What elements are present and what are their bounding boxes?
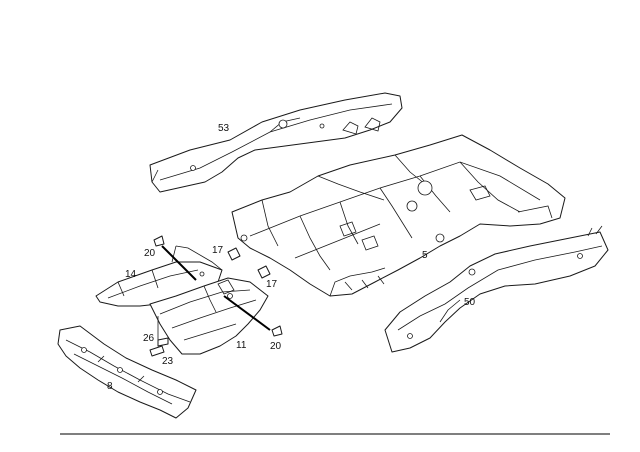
part-5-floor-assembly bbox=[231, 134, 566, 297]
callout-26: 26 bbox=[143, 333, 155, 344]
callout-23: 23 bbox=[162, 356, 174, 367]
callout-53: 53 bbox=[218, 123, 230, 134]
leader-20-upper bbox=[161, 245, 197, 281]
callout-50: 50 bbox=[464, 297, 476, 308]
callout-8: 8 bbox=[107, 381, 113, 392]
part-17-clip-lower bbox=[257, 265, 271, 279]
part-53-rail bbox=[149, 92, 403, 193]
leader-20-lower bbox=[223, 295, 271, 331]
part-20-bracket-upper bbox=[153, 235, 165, 247]
callout-17-lower: 17 bbox=[266, 279, 278, 290]
callout-20-upper: 20 bbox=[144, 248, 156, 259]
part-50-side-member bbox=[384, 225, 609, 353]
callout-20-lower: 20 bbox=[270, 341, 282, 352]
callout-17-upper: 17 bbox=[212, 245, 224, 256]
part-26-plug bbox=[157, 337, 169, 347]
callout-11: 11 bbox=[236, 340, 247, 351]
part-11-floor-panel bbox=[149, 277, 269, 355]
part-8-cross-member bbox=[57, 325, 197, 419]
callout-5: 5 bbox=[422, 250, 428, 261]
part-20-bracket-lower bbox=[271, 325, 283, 337]
part-17-clip-upper bbox=[227, 247, 241, 261]
part-23-plug bbox=[149, 345, 165, 357]
callout-14: 14 bbox=[125, 269, 137, 280]
